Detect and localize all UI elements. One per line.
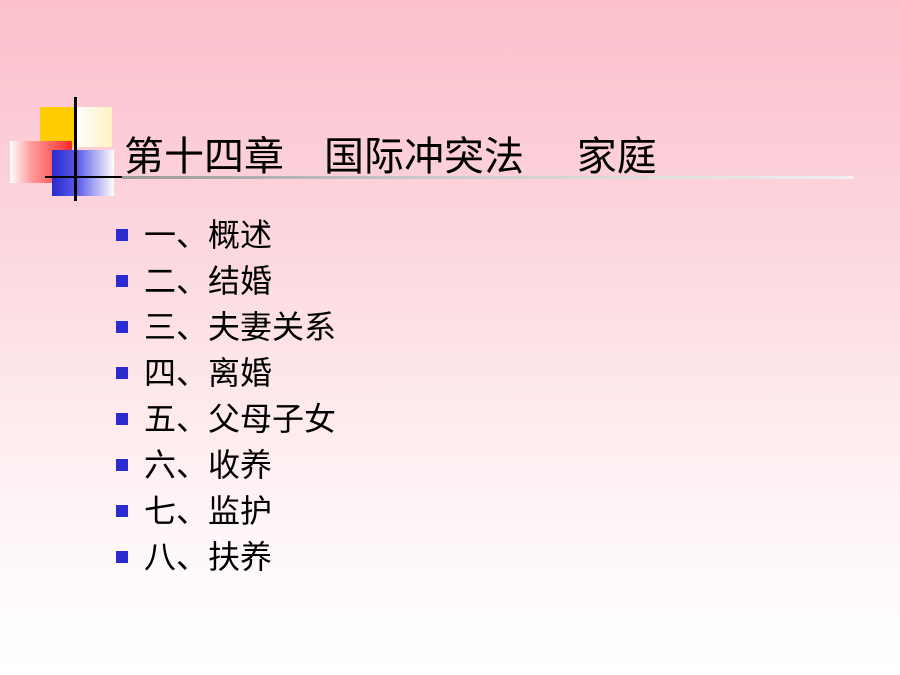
square-bullet-icon bbox=[116, 275, 128, 287]
square-bullet-icon bbox=[116, 551, 128, 563]
decorative-squares-logo bbox=[0, 0, 140, 210]
list-item: 二、结婚 bbox=[112, 258, 336, 304]
square-bullet-icon bbox=[116, 229, 128, 241]
horizontal-line bbox=[45, 176, 125, 178]
square-bullet-icon bbox=[116, 459, 128, 471]
square-bullet-icon bbox=[116, 505, 128, 517]
blue-square bbox=[52, 150, 114, 196]
list-item-text: 二、结婚 bbox=[144, 262, 273, 300]
slide-title: 第十四章 国际冲突法 家庭 bbox=[124, 134, 657, 180]
list-item-text: 三、夫妻关系 bbox=[144, 308, 337, 346]
list-item-text: 五、父母子女 bbox=[144, 400, 337, 438]
vertical-line bbox=[74, 97, 77, 201]
list-item: 一、概述 bbox=[112, 212, 336, 258]
white-square bbox=[76, 107, 112, 147]
title-underline bbox=[122, 176, 854, 179]
list-item-text: 七、监护 bbox=[144, 492, 273, 530]
square-bullet-icon bbox=[116, 367, 128, 379]
list-item: 三、夫妻关系 bbox=[112, 304, 336, 350]
list-item: 八、扶养 bbox=[112, 534, 336, 580]
list-item: 四、离婚 bbox=[112, 350, 336, 396]
list-item: 五、父母子女 bbox=[112, 396, 336, 442]
list-item: 六、收养 bbox=[112, 442, 336, 488]
square-bullet-icon bbox=[116, 413, 128, 425]
chapter-outline-list: 一、概述 二、结婚 三、夫妻关系 四、离婚 五、父母子女 六、收养 七、监护 bbox=[112, 212, 336, 580]
list-item-text: 四、离婚 bbox=[144, 354, 273, 392]
list-item: 七、监护 bbox=[112, 488, 336, 534]
list-item-text: 六、收养 bbox=[144, 446, 273, 484]
list-item-text: 一、概述 bbox=[144, 216, 273, 254]
square-bullet-icon bbox=[116, 321, 128, 333]
list-item-text: 八、扶养 bbox=[144, 538, 273, 576]
